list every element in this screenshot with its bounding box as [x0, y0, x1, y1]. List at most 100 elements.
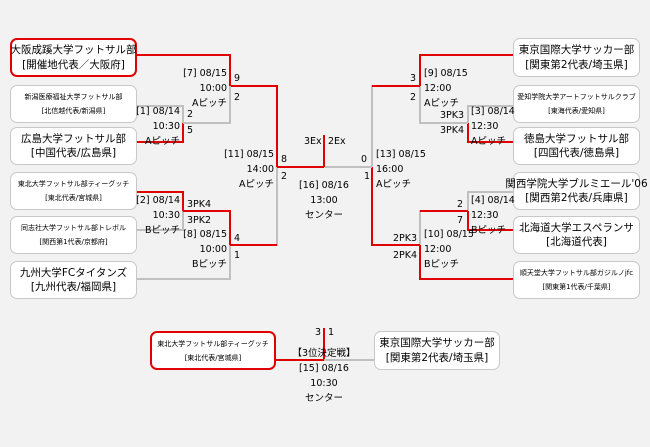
team-card[interactable]: 愛知学院大学アートフットサルクラブ [東海代表/愛知県] [513, 85, 640, 123]
match-pitch: Aピッチ [145, 136, 180, 147]
team-rep: [九州代表/福岡県] [30, 281, 117, 293]
score: 2PK3 [393, 233, 418, 244]
score: 0 [361, 154, 368, 165]
team-rep: [関西第1代表/京都府] [39, 238, 108, 246]
match-time: 12:30 [471, 121, 499, 132]
final-score-right: 2Ex [328, 136, 346, 147]
team-rep: [中国代表/広島県] [30, 147, 117, 159]
team-rep: [東北代表/宮城県] [184, 353, 242, 362]
team-card[interactable]: 九州大学FCタイタンズ [九州代表/福岡県] [10, 261, 137, 299]
team-name: 東京国際大学サッカー部 [379, 337, 495, 350]
match-number: [8] 08/15 [183, 229, 227, 240]
team-rep: [関東第2代表/埼玉県] [525, 58, 628, 71]
match-time: 12:00 [424, 83, 452, 94]
team-name: 東北大学フットサル部ティーグッチ [17, 180, 130, 188]
score: 3PK3 [440, 110, 465, 121]
match-number: [4] 08/14 [471, 195, 515, 206]
line-t1 [137, 54, 231, 86]
score: 2 [457, 199, 464, 210]
match-number: [13] 08/15 [376, 149, 426, 160]
match-info: [8] 08/15 10:00 Bピッチ [177, 227, 227, 272]
team-card[interactable]: 同志社大学フットサル部トレボル [関西第1代表/京都府] [10, 216, 137, 254]
team-name: 新潟医療福祉大学フットサル部 [24, 93, 123, 101]
score: 2 [187, 109, 194, 120]
team-card[interactable]: 東北大学フットサル部ティーグッチ [東北代表/宮城県] [10, 172, 137, 210]
line-m2-winner [183, 210, 231, 245]
score: 2 [410, 92, 417, 103]
third-score-left: 3 [315, 327, 322, 338]
match-pitch: Aピッチ [424, 98, 459, 109]
match-time: 10:30 [310, 378, 338, 389]
match-info: [3] 08/14 12:30 Aピッチ [471, 104, 515, 149]
team-card[interactable]: 東北大学フットサル部ティーグッチ [東北代表/宮城県] [150, 331, 276, 370]
match-pitch: Bピッチ [424, 259, 460, 270]
score: 7 [457, 215, 464, 226]
line-t6 [137, 245, 231, 280]
team-card[interactable]: 東京国際大学サッカー部 [関東第2代表/埼玉県] [374, 331, 500, 370]
match-number: [3] 08/14 [471, 106, 515, 117]
team-rep: [関東第2代表/埼玉県] [385, 351, 489, 364]
team-card[interactable]: 順天堂大学フットサル部ガジルノjfc [関東第1代表/千葉県] [513, 261, 640, 299]
third-place-info: 【3位決定戦】 [15] 08/16 10:30 センター [284, 346, 364, 406]
team-card[interactable]: 北海道大学エスペランサ [北海道代表] [513, 216, 640, 254]
team-name: 関西学院大学ブルミエール'06 [505, 177, 648, 190]
team-name: 徳島大学フットサル部 [524, 132, 629, 145]
score: 2 [281, 171, 288, 182]
team-card[interactable]: 広島大学フットサル部 [中国代表/広島県] [10, 127, 137, 165]
team-rep: [関西第2代表/兵庫県] [525, 192, 628, 204]
match-info: [9] 08/15 12:00 Aピッチ [424, 66, 468, 111]
match-number: [15] 08/16 [299, 363, 349, 374]
match-time: 10:30 [152, 210, 180, 221]
team-card[interactable]: 東京国際大学サッカー部 [関東第2代表/埼玉県] [513, 38, 640, 77]
team-card[interactable]: 徳島大学フットサル部 [四国代表/徳島県] [513, 127, 640, 165]
third-place-title: 【3位決定戦】 [292, 348, 356, 359]
line-t10 [467, 191, 513, 211]
match-pitch: Bピッチ [191, 259, 227, 270]
match-time: 16:00 [376, 164, 404, 175]
team-rep: [東北代表/宮城県] [45, 194, 102, 202]
team-card[interactable]: 関西学院大学ブルミエール'06 [関西第2代表/兵庫県] [505, 172, 648, 210]
third-score-right: 1 [328, 327, 335, 338]
team-rep: [関東第1代表/千葉県] [542, 283, 611, 291]
match-pitch: Bピッチ [471, 225, 507, 236]
score: 3PK4 [440, 125, 465, 136]
score: 3PK4 [187, 199, 212, 210]
score: 8 [281, 154, 288, 165]
match-info: [10] 08/15 12:00 Bピッチ [424, 227, 474, 272]
final-info: [16] 08/16 13:00 センター [284, 178, 364, 223]
team-name: 同志社大学フットサル部トレボル [21, 224, 126, 232]
score: 2 [234, 92, 241, 103]
line-t3 [137, 123, 184, 143]
match-time: 10:00 [199, 244, 227, 255]
line-t7 [419, 54, 513, 86]
team-name: 広島大学フットサル部 [21, 132, 126, 145]
line-t4 [137, 191, 184, 211]
team-rep: [北信越代表/新潟県] [41, 107, 106, 115]
team-name: 北海道大学エスペランサ [519, 221, 634, 234]
match-number: [16] 08/16 [299, 180, 349, 191]
match-pitch: センター [304, 210, 343, 221]
score: 5 [187, 125, 194, 136]
score: 3 [410, 73, 417, 84]
match-info: [13] 08/15 16:00 Aピッチ [376, 147, 426, 192]
match-info: [7] 08/15 10:00 Aピッチ [177, 66, 227, 111]
match-pitch: センター [304, 393, 343, 404]
team-name: 順天堂大学フットサル部ガジルノjfc [519, 269, 634, 277]
match-info: [11] 08/15 14:00 Aピッチ [224, 147, 274, 192]
line-t2 [137, 105, 184, 123]
team-card[interactable]: 新潟医療福祉大学フットサル部 [北信越代表/新潟県] [10, 85, 137, 123]
team-rep: [四国代表/徳島県] [533, 147, 620, 159]
score: 9 [234, 73, 241, 84]
team-card[interactable]: 大阪成蹊大学フットサル部 [開催地代表／大阪府] [10, 38, 137, 77]
team-name: 東京国際大学サッカー部 [518, 44, 635, 57]
team-name: 東北大学フットサル部ティーグッチ [157, 339, 269, 348]
match-pitch: Aピッチ [376, 179, 411, 190]
match-number: [7] 08/15 [183, 68, 227, 79]
team-rep: [開催地代表／大阪府] [22, 58, 125, 71]
line-m10-winner [371, 167, 420, 246]
match-time: 10:00 [199, 83, 227, 94]
match-info: [2] 08/14 10:30 Bピッチ [130, 193, 180, 238]
line-t8 [467, 105, 513, 123]
team-rep: [東海代表/愛知県] [548, 107, 605, 115]
